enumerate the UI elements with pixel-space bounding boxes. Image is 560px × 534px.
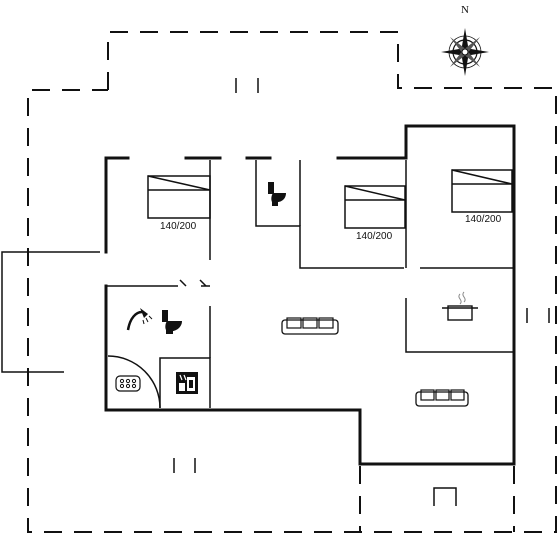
interior-walls — [106, 160, 514, 408]
north-label: N — [461, 4, 469, 16]
bed-icon — [147, 175, 211, 219]
bed-size-label: 140/200 — [356, 231, 393, 242]
shower-icon — [126, 308, 153, 331]
terrace-outline — [1, 31, 557, 533]
bed-size-label: 140/200 — [160, 221, 197, 232]
toilet-icon — [162, 310, 182, 334]
sauna-icon — [176, 372, 198, 394]
compass-rose-icon — [441, 28, 489, 76]
bed-icon — [344, 185, 406, 229]
cooking-pot-icon — [442, 291, 478, 321]
bed-size-label: 140/200 — [465, 214, 502, 225]
exterior-walls — [104, 124, 516, 466]
toilet-icon — [268, 182, 286, 206]
bed-icon — [451, 169, 513, 213]
hot-tub-icon — [115, 375, 141, 392]
sofa-icon — [281, 317, 339, 335]
sofa-icon — [415, 389, 469, 407]
hot-tub-room — [107, 355, 161, 409]
